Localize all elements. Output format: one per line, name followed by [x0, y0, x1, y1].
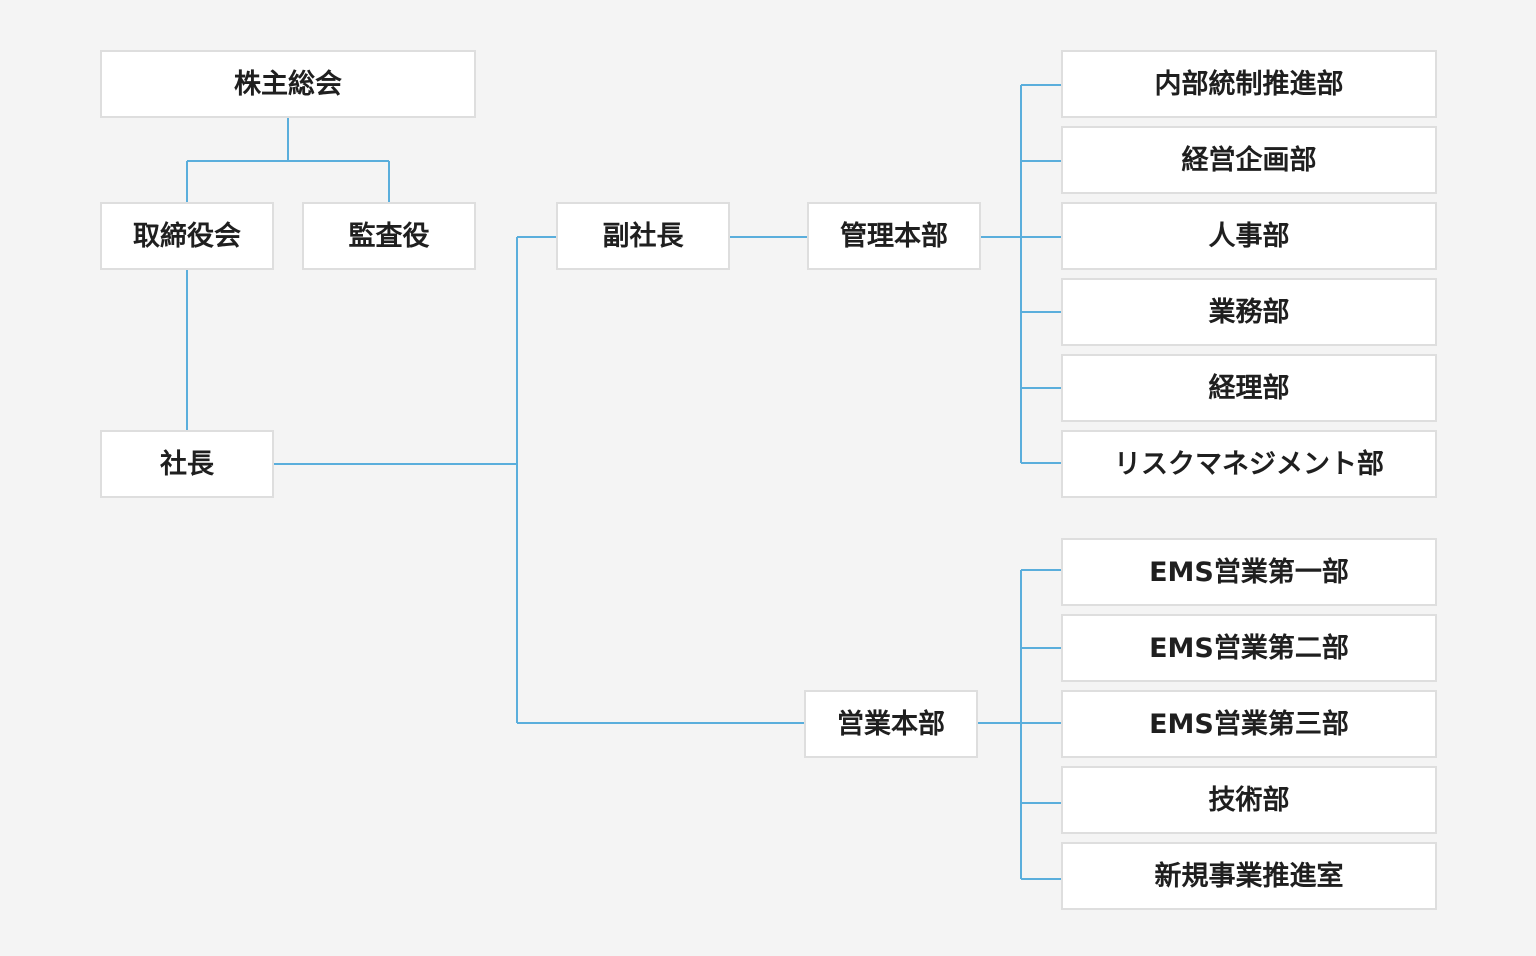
node-risk-management: リスクマネジメント部 [1061, 430, 1437, 498]
connector-shareholders-to-board-auditor [186, 117, 390, 203]
node-label: 営業本部 [837, 708, 945, 740]
node-board-of-directors: 取締役会 [100, 202, 274, 270]
node-internal-control: 内部統制推進部 [1061, 50, 1437, 118]
node-ems-sales-3: EMS営業第三部 [1061, 690, 1437, 758]
node-label: 新規事業推進室 [1154, 860, 1344, 892]
node-label: リスクマネジメント部 [1114, 448, 1384, 480]
node-ems-sales-2: EMS営業第二部 [1061, 614, 1437, 682]
node-label: 監査役 [348, 220, 430, 252]
node-technology: 技術部 [1061, 766, 1437, 834]
node-auditor: 監査役 [302, 202, 476, 270]
node-label: 株主総会 [234, 68, 342, 100]
node-label: 内部統制推進部 [1154, 68, 1344, 100]
node-president: 社長 [100, 430, 274, 498]
connector-admin-departments [980, 84, 1062, 464]
node-label: 副社長 [602, 220, 684, 252]
node-admin-hq: 管理本部 [807, 202, 981, 270]
node-label: 取締役会 [133, 220, 241, 252]
node-hr: 人事部 [1061, 202, 1437, 270]
node-label: EMS営業第三部 [1149, 708, 1349, 740]
node-new-business: 新規事業推進室 [1061, 842, 1437, 910]
node-label: 業務部 [1208, 296, 1290, 328]
node-label: 管理本部 [840, 220, 948, 252]
node-label: 技術部 [1208, 784, 1290, 816]
node-label: 経営企画部 [1181, 144, 1317, 176]
connector-president-branch [273, 236, 805, 724]
node-label: 人事部 [1208, 220, 1290, 252]
node-shareholders-meeting: 株主総会 [100, 50, 476, 118]
node-ems-sales-1: EMS営業第一部 [1061, 538, 1437, 606]
node-label: 経理部 [1208, 372, 1290, 404]
node-vice-president: 副社長 [556, 202, 730, 270]
connector-sales-departments [977, 569, 1062, 880]
node-label: EMS営業第二部 [1149, 632, 1349, 664]
node-sales-hq: 営業本部 [804, 690, 978, 758]
node-accounting: 経理部 [1061, 354, 1437, 422]
node-corporate-planning: 経営企画部 [1061, 126, 1437, 194]
node-label: EMS営業第一部 [1149, 556, 1349, 588]
node-label: 社長 [160, 448, 214, 480]
node-operations: 業務部 [1061, 278, 1437, 346]
